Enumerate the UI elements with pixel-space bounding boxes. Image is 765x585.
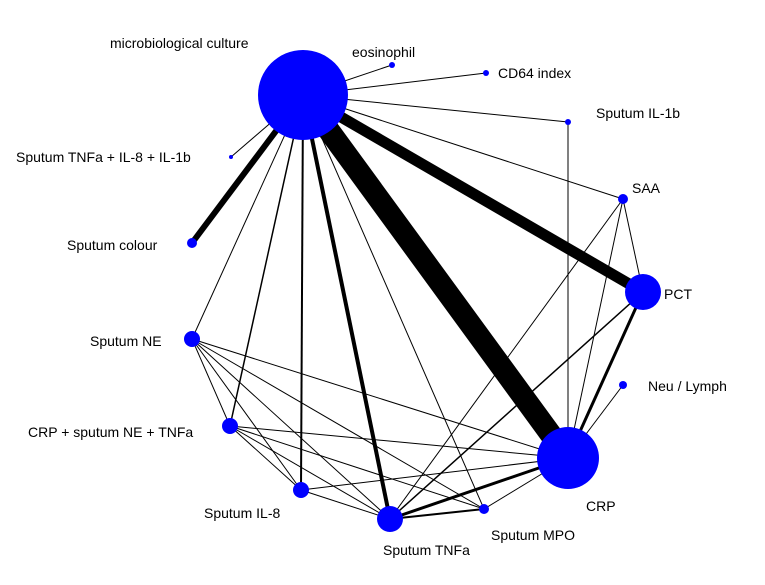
edge-saa-tnfa	[389, 198, 624, 520]
edge-combo2-mpo	[229, 425, 485, 510]
edge-micro-mpo	[302, 94, 485, 510]
node-layer	[184, 50, 661, 532]
node-label-il8: Sputum IL-8	[204, 505, 280, 521]
node-cd64	[483, 70, 489, 76]
edge-combo2-crp	[229, 425, 569, 459]
node-micro	[258, 50, 348, 140]
node-label-combo1: Sputum TNFa + IL-8 + IL-1b	[16, 149, 191, 165]
node-combo2	[222, 418, 238, 434]
node-label-micro: microbiological culture	[110, 35, 249, 51]
node-neu	[619, 381, 627, 389]
edge-micro-il8	[300, 94, 304, 491]
node-label-ne: Sputum NE	[90, 333, 162, 349]
edge-combo2-il8	[229, 425, 302, 491]
node-label-eos: eosinophil	[352, 44, 415, 60]
node-il1b	[565, 119, 571, 125]
edge-micro-crp	[294, 88, 577, 465]
node-label-colour: Sputum colour	[67, 237, 158, 253]
edge-micro-combo2	[229, 94, 304, 427]
node-tnfa	[377, 506, 403, 532]
node-combo1	[229, 155, 233, 159]
node-label-crp: CRP	[586, 498, 616, 514]
node-colour	[187, 238, 197, 248]
edge-tnfa-mpo	[389, 508, 485, 520]
edge-ne-il8	[191, 338, 302, 491]
node-il8	[293, 482, 309, 498]
node-label-neu: Neu / Lymph	[648, 378, 727, 394]
edge-ne-tnfa	[191, 338, 391, 520]
node-label-pct: PCT	[664, 286, 692, 302]
node-saa	[618, 194, 628, 204]
node-label-combo2: CRP + sputum NE + TNFa	[28, 424, 193, 440]
edge-micro-saa	[302, 94, 624, 200]
edge-il8-tnfa	[300, 489, 391, 520]
node-ne	[184, 331, 200, 347]
edge-tnfa-crp	[389, 456, 569, 521]
edge-il8-crp	[300, 457, 569, 491]
node-mpo	[479, 504, 489, 514]
edge-ne-mpo	[191, 338, 485, 510]
node-label-saa: SAA	[632, 180, 661, 196]
node-label-mpo: Sputum MPO	[491, 527, 575, 543]
node-label-tnfa: Sputum TNFa	[383, 542, 470, 558]
edge-pct-tnfa	[389, 291, 644, 520]
edge-saa-crp	[567, 198, 624, 459]
edge-micro-tnfa	[301, 94, 392, 520]
node-pct	[625, 274, 661, 310]
edge-combo2-tnfa	[229, 425, 391, 520]
node-crp	[537, 427, 599, 489]
node-eos	[389, 62, 395, 68]
edge-micro-pct	[300, 90, 646, 297]
node-label-cd64: CD64 index	[498, 65, 571, 81]
edge-ne-crp	[191, 338, 569, 459]
node-label-il1b: Sputum IL-1b	[596, 105, 680, 121]
edge-ne-combo2	[191, 338, 231, 427]
